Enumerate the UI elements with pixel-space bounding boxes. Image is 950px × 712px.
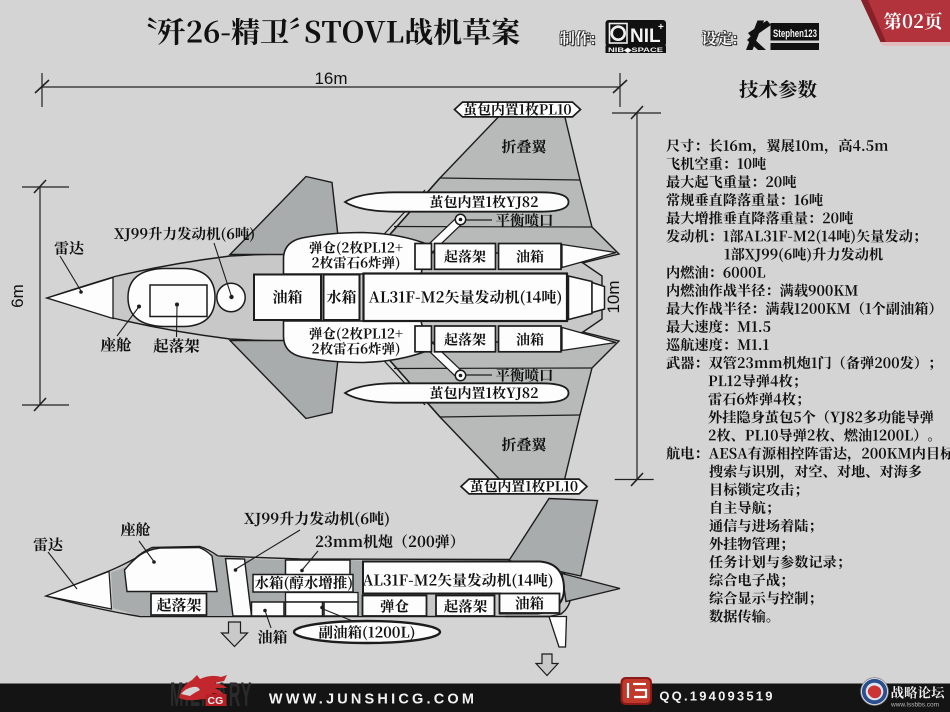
svg-text:16m: 16m (314, 69, 347, 88)
svg-text:NIB◆SPACE: NIB◆SPACE (608, 47, 664, 54)
svg-text:6m: 6m (8, 284, 27, 308)
svg-text:www.lssbbs.com: www.lssbbs.com (890, 702, 939, 709)
svg-text:NIL: NIL (630, 26, 661, 47)
svg-text:Stephen123: Stephen123 (773, 28, 817, 40)
svg-text:QQ.194093519: QQ.194093519 (659, 689, 774, 704)
svg-text:CG: CG (208, 695, 224, 707)
svg-text:WWW.JUNSHICG.COM: WWW.JUNSHICG.COM (269, 692, 477, 708)
svg-text:10m: 10m (604, 280, 623, 313)
svg-text:+: + (658, 22, 664, 33)
